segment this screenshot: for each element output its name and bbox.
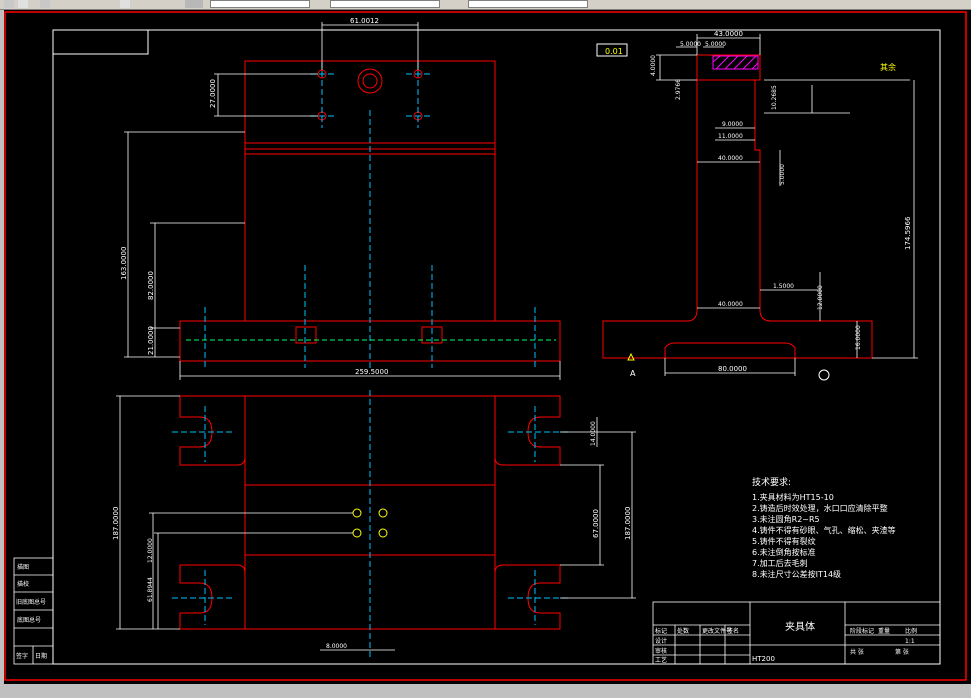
tb-col-1: 标记 bbox=[655, 627, 667, 635]
tb-col-3: 更改文件号 bbox=[702, 627, 732, 635]
dim-right-k: 174.5966 bbox=[904, 216, 912, 250]
dim-right-n: 16.0000 bbox=[855, 325, 862, 350]
dim-right-o: 80.0000 bbox=[718, 365, 747, 373]
dim-right-i: 40.0000 bbox=[718, 155, 743, 162]
outer-border bbox=[4, 11, 967, 681]
undo-icon[interactable] bbox=[120, 0, 130, 8]
plan-ear-tr bbox=[494, 395, 561, 466]
tb-col-4: 签名 bbox=[727, 627, 739, 635]
layer-icon[interactable] bbox=[185, 0, 203, 8]
dim-right-e: 10.2685 bbox=[771, 85, 778, 110]
dim-right-b: 5.0000 bbox=[705, 41, 726, 48]
tb-stage: 阶段标记 bbox=[850, 627, 874, 635]
tb-row-1: 设计 bbox=[655, 637, 667, 645]
dim-right-top-w: 43.0000 bbox=[714, 30, 743, 38]
part-name: 夹具体 bbox=[785, 620, 815, 633]
side-row-6: 日期 bbox=[35, 652, 47, 660]
dim-right-l: 1.5000 bbox=[773, 283, 794, 290]
note-5: 5.铸件不得有裂纹 bbox=[752, 536, 816, 546]
drawing-canvas[interactable]: 61.0012 27.0000 163.0000 82.0000 21.0000… bbox=[0, 10, 971, 684]
tb-row-2: 审核 bbox=[655, 647, 667, 655]
dim-height-total: 163.0000 bbox=[120, 247, 128, 280]
dim-right-f: 9.0000 bbox=[722, 121, 743, 128]
dim-plan-bottom: 8.0000 bbox=[326, 643, 347, 650]
dim-plan-b: 61.8944 bbox=[147, 577, 154, 602]
notes-heading: 技术要求: bbox=[752, 476, 791, 488]
tb-scale-label: 比例 bbox=[905, 627, 917, 635]
note-6: 6.未注倒角按标准 bbox=[752, 547, 816, 557]
material: HT200 bbox=[752, 655, 775, 663]
dim-plan-h2: 67.0000 bbox=[592, 509, 600, 538]
plan-holes bbox=[352, 508, 388, 538]
tolerance-frame bbox=[596, 43, 628, 57]
note-7: 7.加工后去毛刺 bbox=[752, 558, 808, 568]
title-block bbox=[652, 601, 941, 665]
linetype-dropdown[interactable] bbox=[468, 0, 588, 8]
note-8: 8.未注尺寸公差按IT14级 bbox=[752, 569, 841, 579]
tb-scale: 1:1 bbox=[905, 638, 915, 645]
datum-a: A bbox=[630, 369, 636, 378]
print-icon[interactable] bbox=[40, 0, 50, 8]
flat-mark: 其余 bbox=[880, 62, 896, 72]
plan-ear-tl bbox=[179, 395, 246, 466]
note-3: 3.未注圆角R2~R5 bbox=[752, 514, 820, 524]
dim-plan-a: 12.0000 bbox=[147, 538, 154, 563]
cad-toolbar bbox=[0, 0, 971, 10]
dim-plan-slot: 14.0000 bbox=[590, 421, 597, 446]
tb-col-2: 处数 bbox=[677, 627, 689, 635]
side-row-5: 签字 bbox=[16, 652, 28, 660]
inner-border bbox=[52, 29, 941, 665]
note-4: 4.铸件不得有砂眼、气孔、缩松、夹渣等 bbox=[752, 525, 896, 535]
dim-base-w: 259.5000 bbox=[355, 368, 388, 376]
plan-ear-bl bbox=[179, 564, 246, 630]
dim-top-width: 61.0012 bbox=[350, 17, 379, 25]
side-profile bbox=[602, 54, 873, 359]
hatch-section bbox=[712, 55, 759, 70]
note-1: 1.夹具材料为HT15-10 bbox=[752, 492, 834, 502]
layer-dropdown[interactable] bbox=[210, 0, 310, 8]
dim-plan-h3: 187.0000 bbox=[624, 507, 632, 540]
datum-triangle bbox=[627, 352, 635, 361]
code-box bbox=[52, 29, 149, 55]
front-centerlines bbox=[204, 62, 536, 370]
center-hole bbox=[357, 68, 383, 94]
plan-dims bbox=[116, 395, 636, 651]
plan-centerlines bbox=[172, 390, 568, 660]
roughness-value: 0.01 bbox=[605, 47, 623, 56]
new-icon[interactable] bbox=[4, 0, 14, 8]
open-icon[interactable] bbox=[18, 0, 28, 8]
tb-row-3: 工艺 bbox=[655, 656, 667, 664]
technical-notes: 技术要求: 1.夹具材料为HT15-10 2.铸造后时效处理，水口口应清除平整 … bbox=[752, 476, 896, 579]
side-block bbox=[13, 557, 54, 665]
tb-sheet-no: 第 张 bbox=[895, 648, 909, 656]
front-dims bbox=[124, 22, 561, 380]
plan-ear-br bbox=[494, 564, 561, 630]
window-left-edge bbox=[0, 10, 4, 698]
side-row-3: 旧底图总号 bbox=[16, 598, 46, 606]
note-2: 2.铸造后时效处理，水口口应清除平整 bbox=[752, 503, 888, 513]
dim-right-a: 5.0000 bbox=[680, 41, 701, 48]
dim-right-g: 11.0000 bbox=[718, 133, 743, 140]
tb-sheets: 共 张 bbox=[850, 648, 864, 656]
dim-right-h: 5.0000 bbox=[779, 164, 786, 185]
side-dims bbox=[656, 34, 918, 376]
color-dropdown[interactable] bbox=[330, 0, 440, 8]
top-block bbox=[696, 54, 761, 81]
dim-base-h: 21.0000 bbox=[147, 326, 155, 355]
dim-plan-h1: 187.0000 bbox=[112, 507, 120, 540]
side-row-4: 底图总号 bbox=[17, 616, 41, 624]
dim-right-m: 12.0000 bbox=[817, 285, 824, 310]
side-row-2: 描校 bbox=[17, 580, 29, 588]
window-bottom-edge bbox=[0, 684, 971, 698]
dim-right-d: 2.9766 bbox=[675, 79, 682, 100]
dim-right-j: 40.0000 bbox=[718, 301, 743, 308]
tb-weight: 重量 bbox=[878, 627, 890, 635]
dim-height-mid: 82.0000 bbox=[147, 271, 155, 300]
side-row-1: 描图 bbox=[17, 563, 29, 571]
base-relief bbox=[664, 342, 796, 358]
datum-circle bbox=[818, 369, 830, 381]
dim-right-c: 4.0000 bbox=[650, 55, 657, 76]
dim-hole-spacing: 27.0000 bbox=[209, 79, 217, 108]
side-view bbox=[602, 54, 873, 359]
